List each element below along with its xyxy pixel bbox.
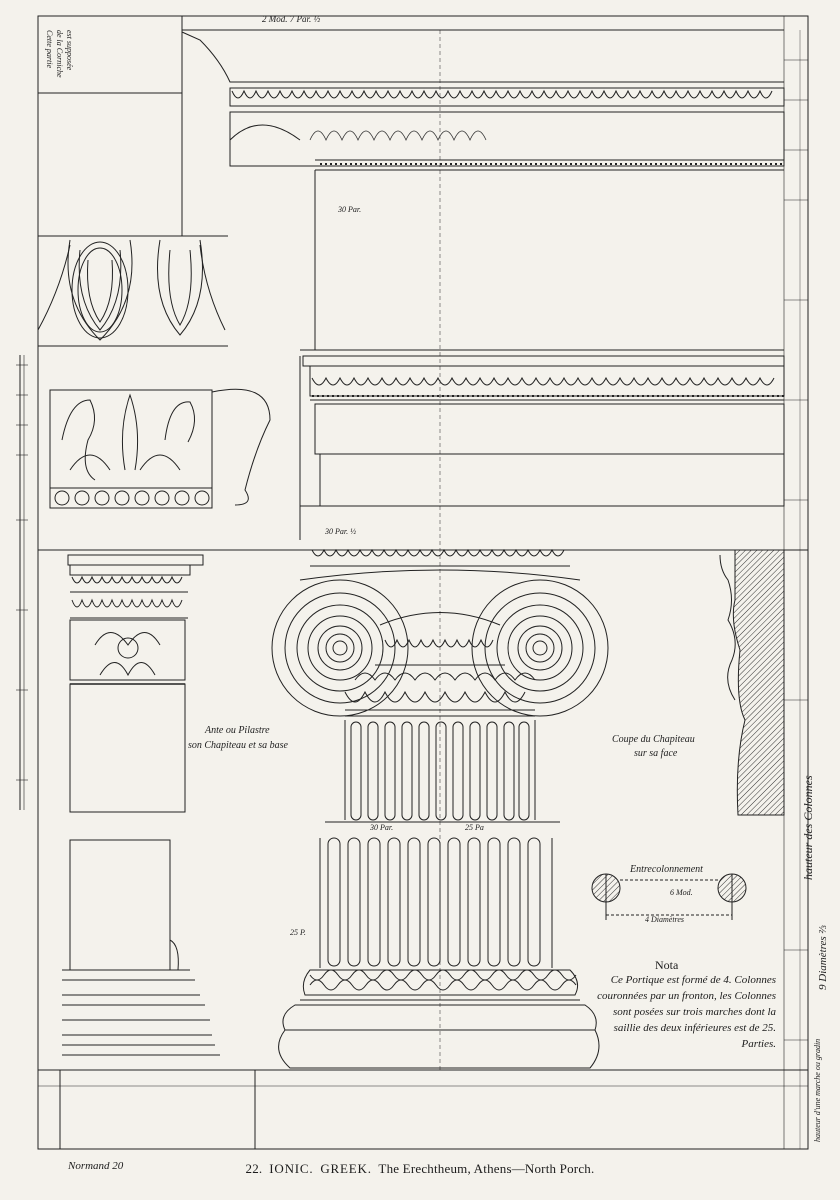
ante-base bbox=[62, 839, 220, 1056]
corniche-note: Cette partie de la Corniche est supposée bbox=[45, 30, 74, 78]
entrecolonnement-diagram bbox=[591, 873, 747, 920]
entrecolonnement-module-label: 6 Mod. bbox=[670, 888, 693, 897]
column-base bbox=[278, 969, 600, 1069]
ante-capital bbox=[67, 554, 204, 813]
publisher-mark: Normand 20 bbox=[68, 1160, 124, 1172]
volute-right bbox=[471, 579, 609, 717]
scale-bar bbox=[16, 355, 28, 810]
entrecolonnement-diameter-label: 4 Diamètres bbox=[645, 915, 684, 924]
plate-frame bbox=[37, 15, 809, 1150]
anthemion-detail-upper bbox=[37, 239, 226, 341]
anthemion-detail-lower bbox=[49, 388, 271, 509]
entablature-elevation bbox=[299, 349, 785, 540]
volute-left bbox=[271, 579, 409, 717]
base-dimension-label: 25 P. bbox=[290, 928, 306, 937]
plate-caption: 22. IONIC. GREEK. The Erechtheum, Athens… bbox=[0, 1161, 840, 1177]
coupe-label-line1: Coupe du Chapiteau bbox=[612, 734, 695, 745]
column-shaft-lower bbox=[319, 837, 553, 968]
nota-title: Nota bbox=[655, 958, 679, 972]
cornice-elevation bbox=[181, 29, 785, 1070]
ante-label-line2: son Chapiteau et sa base bbox=[188, 740, 289, 751]
ionic-capital bbox=[271, 548, 609, 717]
coupe-label-line2: sur sa face bbox=[634, 748, 678, 759]
entrecolonnement-title: Entrecolonnement bbox=[629, 864, 703, 875]
hauteur-colonnes-label: hauteur des Colonnes 9 Diamètres ⅔ bbox=[801, 775, 829, 990]
shaft-30par-label: 30 Par. bbox=[369, 823, 393, 832]
entablature-30par-top-label: 30 Par. bbox=[337, 205, 361, 214]
caption-style: GREEK. bbox=[320, 1161, 372, 1176]
entablature-30par-mid-label: 30 Par. ½ bbox=[324, 527, 356, 536]
caption-subject: The Erechtheum, Athens—North Porch. bbox=[378, 1161, 595, 1176]
dimension-ticks bbox=[784, 59, 808, 1041]
egg-and-dart-cornice bbox=[231, 89, 784, 165]
hauteur-colonnes-line2: 9 Diamètres ⅔ bbox=[817, 925, 829, 990]
shaft-25par-label: 25 Pa bbox=[465, 823, 484, 832]
nota-body: Ce Portique est formé de 4. Colonnes cou… bbox=[597, 974, 776, 1050]
caption-order: IONIC. bbox=[269, 1161, 314, 1176]
corniche-note-line3: est supposée bbox=[65, 30, 74, 71]
ante-label-line1: Ante ou Pilastre bbox=[204, 725, 270, 736]
caption-number: 22. bbox=[245, 1161, 263, 1176]
hauteur-marche-text: hauteur d'une marche ou gradin bbox=[813, 1039, 822, 1142]
column-shaft-upper bbox=[325, 720, 560, 823]
corniche-note-line2: de la Corniche bbox=[55, 30, 64, 78]
hauteur-colonnes-line1: hauteur des Colonnes bbox=[801, 775, 815, 880]
corniche-note-line1: Cette partie bbox=[45, 30, 54, 68]
capital-section bbox=[719, 549, 785, 816]
hauteur-marche-label: hauteur d'une marche ou gradin bbox=[813, 1039, 822, 1142]
top-module-label: 2 Mod. 7 Par. ½ bbox=[262, 14, 320, 24]
